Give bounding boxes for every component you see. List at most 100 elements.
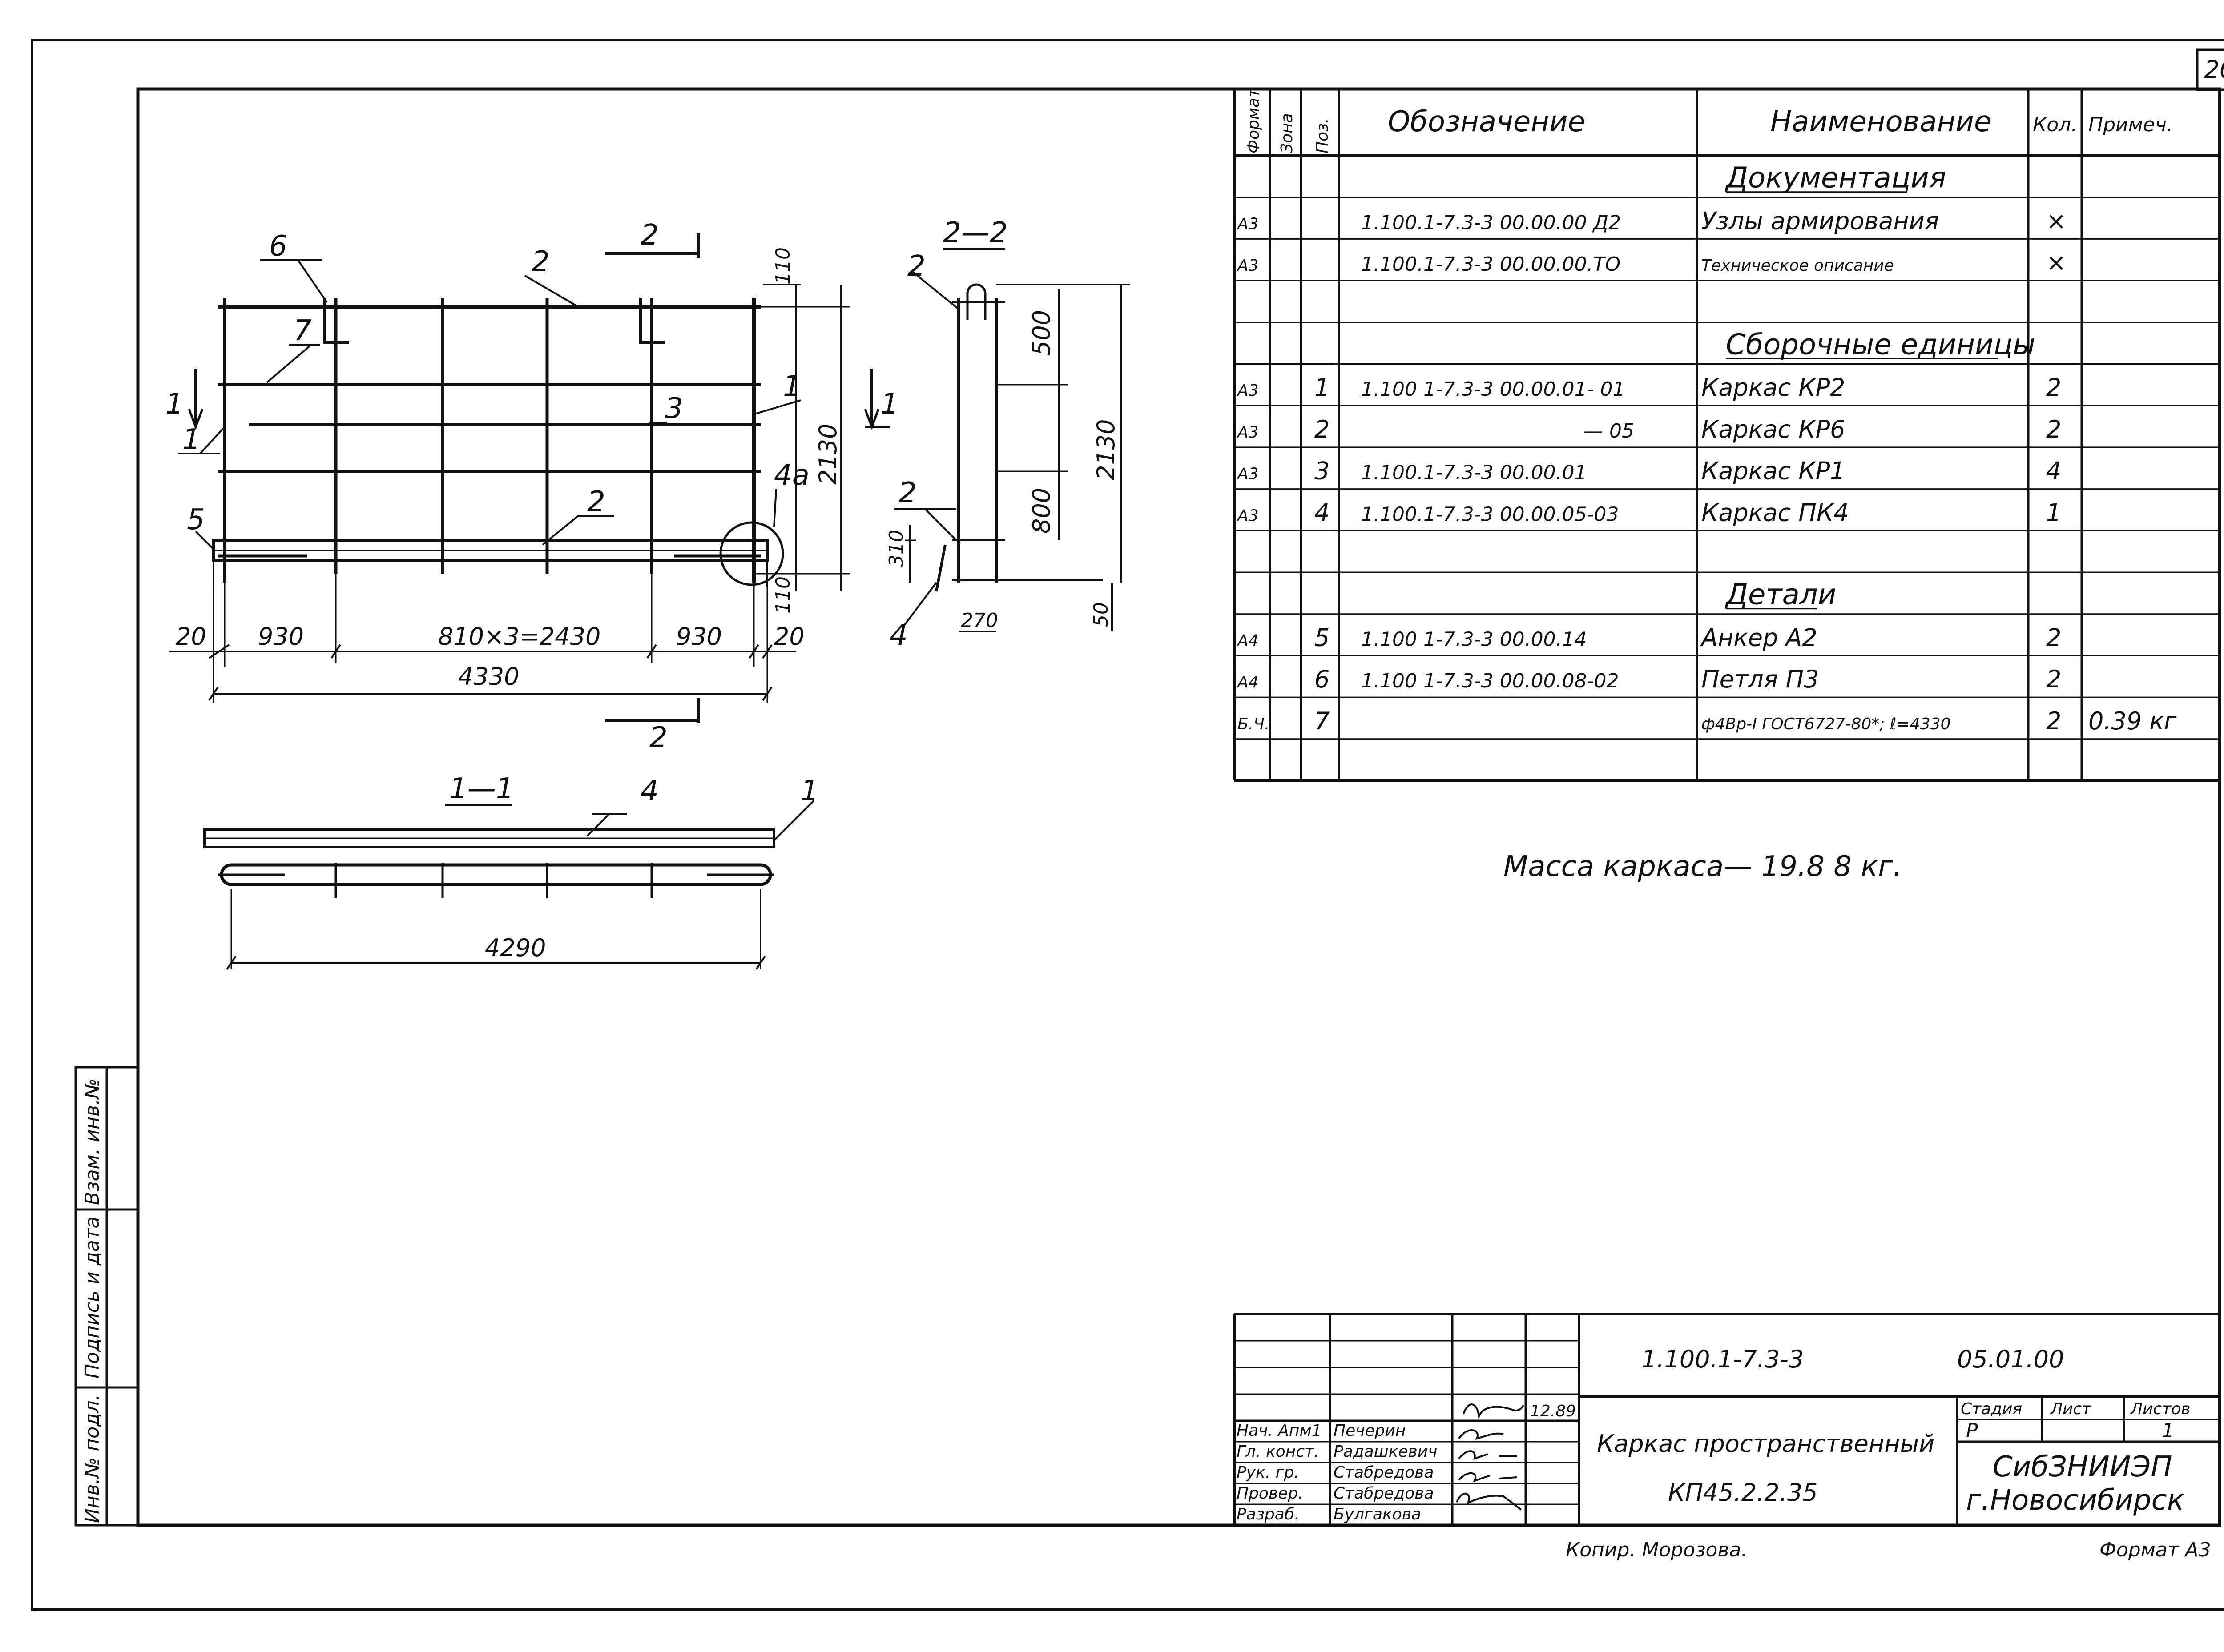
header-note: Примеч. [2088, 113, 2173, 136]
spec-cell-pos: 5 [1314, 623, 1330, 651]
section-1-1-title: 1—1 [449, 772, 514, 805]
pos-label-5: 5 [187, 503, 205, 536]
spec-cell-pos: 7 [1314, 707, 1330, 735]
title-block-sheets-label: Листов [2130, 1400, 2190, 1418]
section-2-2 [894, 248, 1130, 632]
title-block-role: Разраб. [1237, 1505, 1299, 1523]
side-stamp: Инв.№ подл. Подпись и дата Взам. инв.№ [74, 1066, 139, 1527]
spec-cell-name: Детали [1724, 579, 1836, 611]
spec-cell-designation: — 05 [1583, 420, 1634, 442]
spec-cell-qty: 4 [2046, 457, 2061, 485]
spec-cell-format: А3 [1237, 382, 1259, 400]
title-block-person-name: Печерин [1334, 1422, 1406, 1440]
dim-110-bottom: 110 [772, 576, 794, 614]
pos-label-3: 3 [665, 392, 683, 425]
title-block-org-line1: СибЗНИИЭП [1993, 1451, 2172, 1483]
spec-cell-format: А3 [1237, 423, 1259, 442]
section-2-2-dim-2130: 2130 [1092, 419, 1120, 480]
title-block-org-line2: г.Новосибирск [1966, 1484, 2184, 1517]
spec-cell-name: Анкер А2 [1700, 623, 1817, 651]
header-name: Наименование [1770, 105, 1991, 138]
spec-cell-pos: 3 [1314, 457, 1330, 485]
header-designation: Обозначение [1388, 105, 1585, 138]
side-stamp-sign-date: Подпись и дата [81, 1217, 104, 1379]
pos-label-6: 6 [269, 230, 287, 263]
dim-2130: 2130 [814, 424, 842, 485]
spec-cell-qty: 2 [2046, 707, 2061, 735]
spec-cell-name: Каркас КР1 [1701, 457, 1845, 485]
spec-cell-note: 0.39 кг [2088, 707, 2177, 735]
dim-930-left: 930 [258, 623, 304, 651]
pos-label-4a: 4а [774, 459, 810, 492]
dim-20-right: 20 [774, 623, 805, 651]
section-2-2-dim-800: 800 [1027, 488, 1056, 534]
spec-cell-format: Б.Ч. [1237, 715, 1269, 733]
spec-cell-qty: × [2046, 249, 2066, 277]
spec-cell-designation: 1.100 1-7.3-3 00.00.08-02 [1361, 670, 1619, 692]
spec-cell-name: ф4Вр-I ГОСТ6727-80*; ℓ=4330 [1701, 715, 1950, 733]
signatures [1456, 1403, 1524, 1511]
title-block-code: 1.100.1-7.3-3 [1641, 1345, 1804, 1373]
header-format: Формат [1245, 88, 1263, 153]
spec-table-header: Формат Зона Поз. Обозначение Наименовани… [1245, 88, 2173, 153]
pos-label-1-left: 1 [182, 423, 201, 456]
dim-930-right: 930 [676, 623, 722, 651]
pos-label-2-bottom: 2 [587, 486, 605, 519]
cut-mark-right-label: 1 [881, 388, 899, 421]
section-2-2-pos-2-top: 2 [907, 250, 926, 283]
title-block-doc: 05.01.00 [1957, 1345, 2064, 1373]
spec-cell-name: Узлы армирования [1701, 207, 1939, 235]
spec-cell-format: А4 [1237, 631, 1259, 650]
spec-cell-qty: 1 [2046, 498, 2061, 527]
header-qty: Кол. [2033, 113, 2077, 136]
spec-cell-designation: 1.100.1-7.3-3 00.00.05-03 [1361, 503, 1619, 526]
mass-note: Масса каркаса— 19.8 8 кг. [1503, 850, 1902, 883]
footer-format: Формат А3 [2099, 1539, 2211, 1561]
inner-frame [136, 87, 2221, 1527]
spec-cell-qty: 2 [2046, 374, 2061, 402]
title-block-title-line1: Каркас пространственный [1597, 1430, 1934, 1458]
section-1-1-dim-4290: 4290 [485, 934, 546, 962]
pos-label-1-right: 1 [783, 370, 801, 403]
spec-cell-name: Документация [1724, 162, 1946, 195]
spec-cell-pos: 2 [1314, 415, 1330, 443]
spec-cell-format: А3 [1237, 257, 1259, 275]
section-1-1 [203, 800, 815, 970]
spec-cell-designation: 1.100 1-7.3-3 00.00.01- 01 [1361, 378, 1625, 401]
spec-cell-qty: 2 [2046, 415, 2061, 443]
spec-cell-name: Каркас ПК4 [1701, 498, 1849, 527]
title-block-role: Гл. конст. [1237, 1443, 1319, 1461]
title-block-role: Рук. гр. [1237, 1463, 1299, 1482]
dim-810x3: 810×3=2430 [438, 623, 600, 651]
title-block-stage-label: Стадия [1961, 1400, 2022, 1418]
spec-cell-pos: 4 [1314, 498, 1330, 527]
title-block-role: Нач. Апм1 [1237, 1422, 1322, 1440]
cut-mark-left-label: 1 [165, 388, 184, 421]
section-1-1-pos-4: 4 [641, 775, 659, 808]
header-pos: Поз. [1313, 118, 1332, 153]
section-2-2-dim-50: 50 [1090, 602, 1112, 627]
pos-label-7: 7 [294, 314, 312, 347]
side-stamp-inv-podl: Инв.№ подл. [81, 1394, 104, 1523]
spec-cell-designation: 1.100.1-7.3-3 00.00.01 [1361, 462, 1587, 484]
title-block-role: Провер. [1237, 1484, 1303, 1503]
title-block-person-name: Радашкевич [1334, 1443, 1437, 1461]
section-2-2-pos-2-mid: 2 [898, 477, 917, 510]
pos-label-2-top: 2 [532, 245, 550, 278]
spec-cell-name: Каркас КР6 [1701, 415, 1845, 443]
dim-110-top: 110 [772, 247, 794, 285]
spec-cell-name: Техническое описание [1701, 257, 1894, 275]
spec-cell-designation: 1.100.1-7.3-3 00.00.00 Д2 [1361, 211, 1621, 234]
title-block-person-name: Стабредова [1334, 1463, 1434, 1482]
cut-mark-bottom-label: 2 [649, 721, 668, 754]
spec-cell-format: А3 [1237, 215, 1259, 233]
dim-20-left: 20 [176, 623, 206, 651]
section-1-1-pos-1: 1 [801, 775, 819, 808]
side-stamp-vzam-inv: Взам. инв.№ [81, 1078, 104, 1205]
spec-cell-qty: 2 [2046, 623, 2061, 651]
title-block-sheets: 1 [2162, 1419, 2174, 1442]
title-block-person-name: Булгакова [1334, 1505, 1421, 1523]
